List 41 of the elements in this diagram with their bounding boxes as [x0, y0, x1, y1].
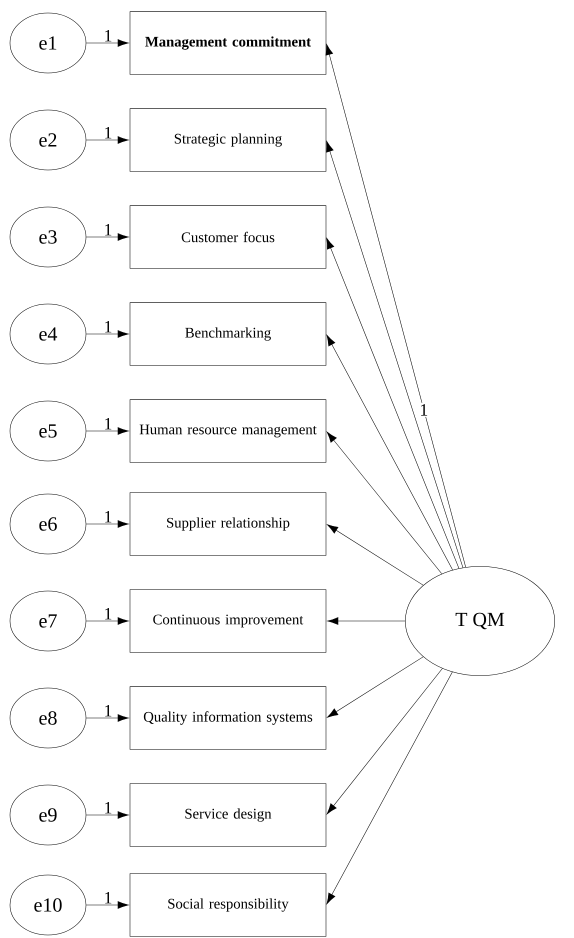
edge-label: 1	[105, 224, 112, 236]
arrow	[86, 233, 129, 241]
arrow	[327, 656, 424, 718]
edge-label: 1	[105, 704, 112, 716]
arrow	[86, 427, 129, 435]
arrow	[326, 44, 466, 568]
edge-label: 1	[105, 418, 112, 430]
edge-label: 1	[105, 30, 112, 42]
indicator-box: Service design	[130, 783, 326, 847]
indicator-box: Strategic planning	[130, 108, 326, 172]
indicator-box: Quality information systems	[130, 686, 326, 750]
indicator-box: Benchmarking	[130, 302, 326, 366]
arrow	[86, 901, 129, 909]
indicator-box: Management commitment	[130, 11, 326, 75]
indicator-box: Customer focus	[130, 205, 326, 269]
arrow	[326, 140, 464, 568]
arrow	[86, 617, 129, 625]
indicator-box: Continuous improvement	[130, 589, 326, 653]
arrow	[326, 238, 460, 569]
arrow	[326, 668, 443, 814]
arrow	[326, 334, 453, 570]
arrow	[86, 811, 129, 819]
arrow	[86, 39, 129, 47]
arrow	[86, 714, 129, 722]
edge-label: 1	[105, 608, 112, 620]
arrow	[86, 520, 129, 528]
edge-label: 1	[105, 510, 112, 522]
indicator-box: Social responsibility	[130, 873, 326, 937]
arrow	[86, 330, 129, 338]
arrow	[327, 524, 424, 586]
arrow	[326, 432, 442, 574]
arrow	[327, 617, 406, 625]
arrow	[86, 136, 129, 144]
edge-label: 1	[105, 802, 112, 814]
edge-label: 1	[105, 892, 112, 904]
edge-label: 1	[105, 320, 112, 332]
edge-label: 1	[418, 402, 430, 417]
indicator-box: Supplier relationship	[130, 492, 326, 556]
arrow	[326, 672, 453, 904]
edge-label: 1	[105, 126, 112, 138]
indicator-box: Human resource management	[130, 399, 326, 463]
